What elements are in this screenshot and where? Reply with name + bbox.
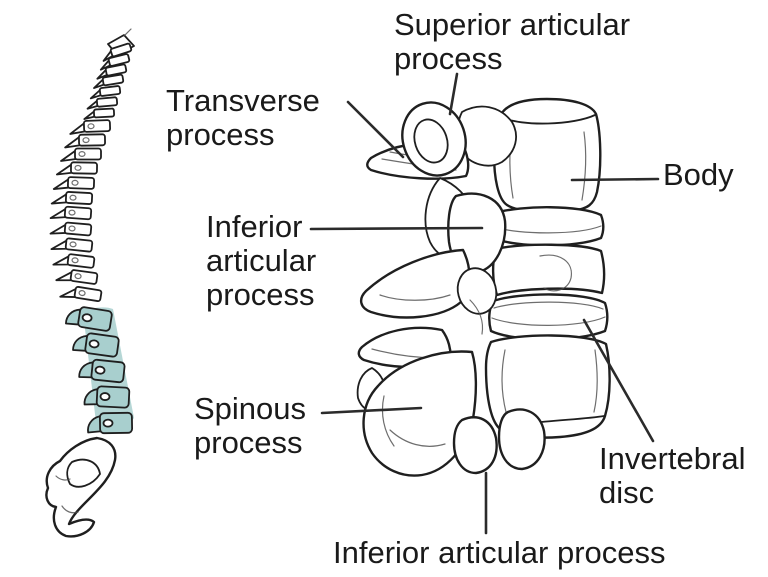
spine-lateral-illustration <box>45 28 135 538</box>
label-spinous-process: Spinous process <box>194 391 307 460</box>
leader-spinous <box>320 406 423 415</box>
label-inferior-articular-process: Inferior articular process <box>206 209 317 312</box>
lumbar-region-highlight <box>65 306 134 435</box>
leader-superior-articular <box>448 72 459 116</box>
label-superior-articular-process: Superior articular process <box>394 7 631 76</box>
leader-inferior-articular <box>309 226 484 231</box>
leader-transverse <box>346 100 405 159</box>
label-inferior-articular-process-bottom: Inferior articular process <box>333 535 666 570</box>
leader-invertebral-disc <box>582 318 655 443</box>
thoracic-vertebrae <box>49 119 111 303</box>
label-body: Body <box>663 157 734 192</box>
inferior-articular-process-bottom-shape <box>452 416 498 475</box>
lumbar-vertebrae-segment-illustration <box>356 97 611 477</box>
sacrum <box>45 436 117 538</box>
leader-body <box>570 177 660 182</box>
intervertebral-disc-labeled <box>488 293 609 341</box>
cervical-vertebrae <box>83 42 133 120</box>
spinous-process-shape <box>362 350 478 477</box>
label-transverse-process: Transverse process <box>166 83 320 152</box>
posterior-elements <box>356 101 546 477</box>
label-invertebral-disc: Invertebral disc <box>599 441 746 510</box>
